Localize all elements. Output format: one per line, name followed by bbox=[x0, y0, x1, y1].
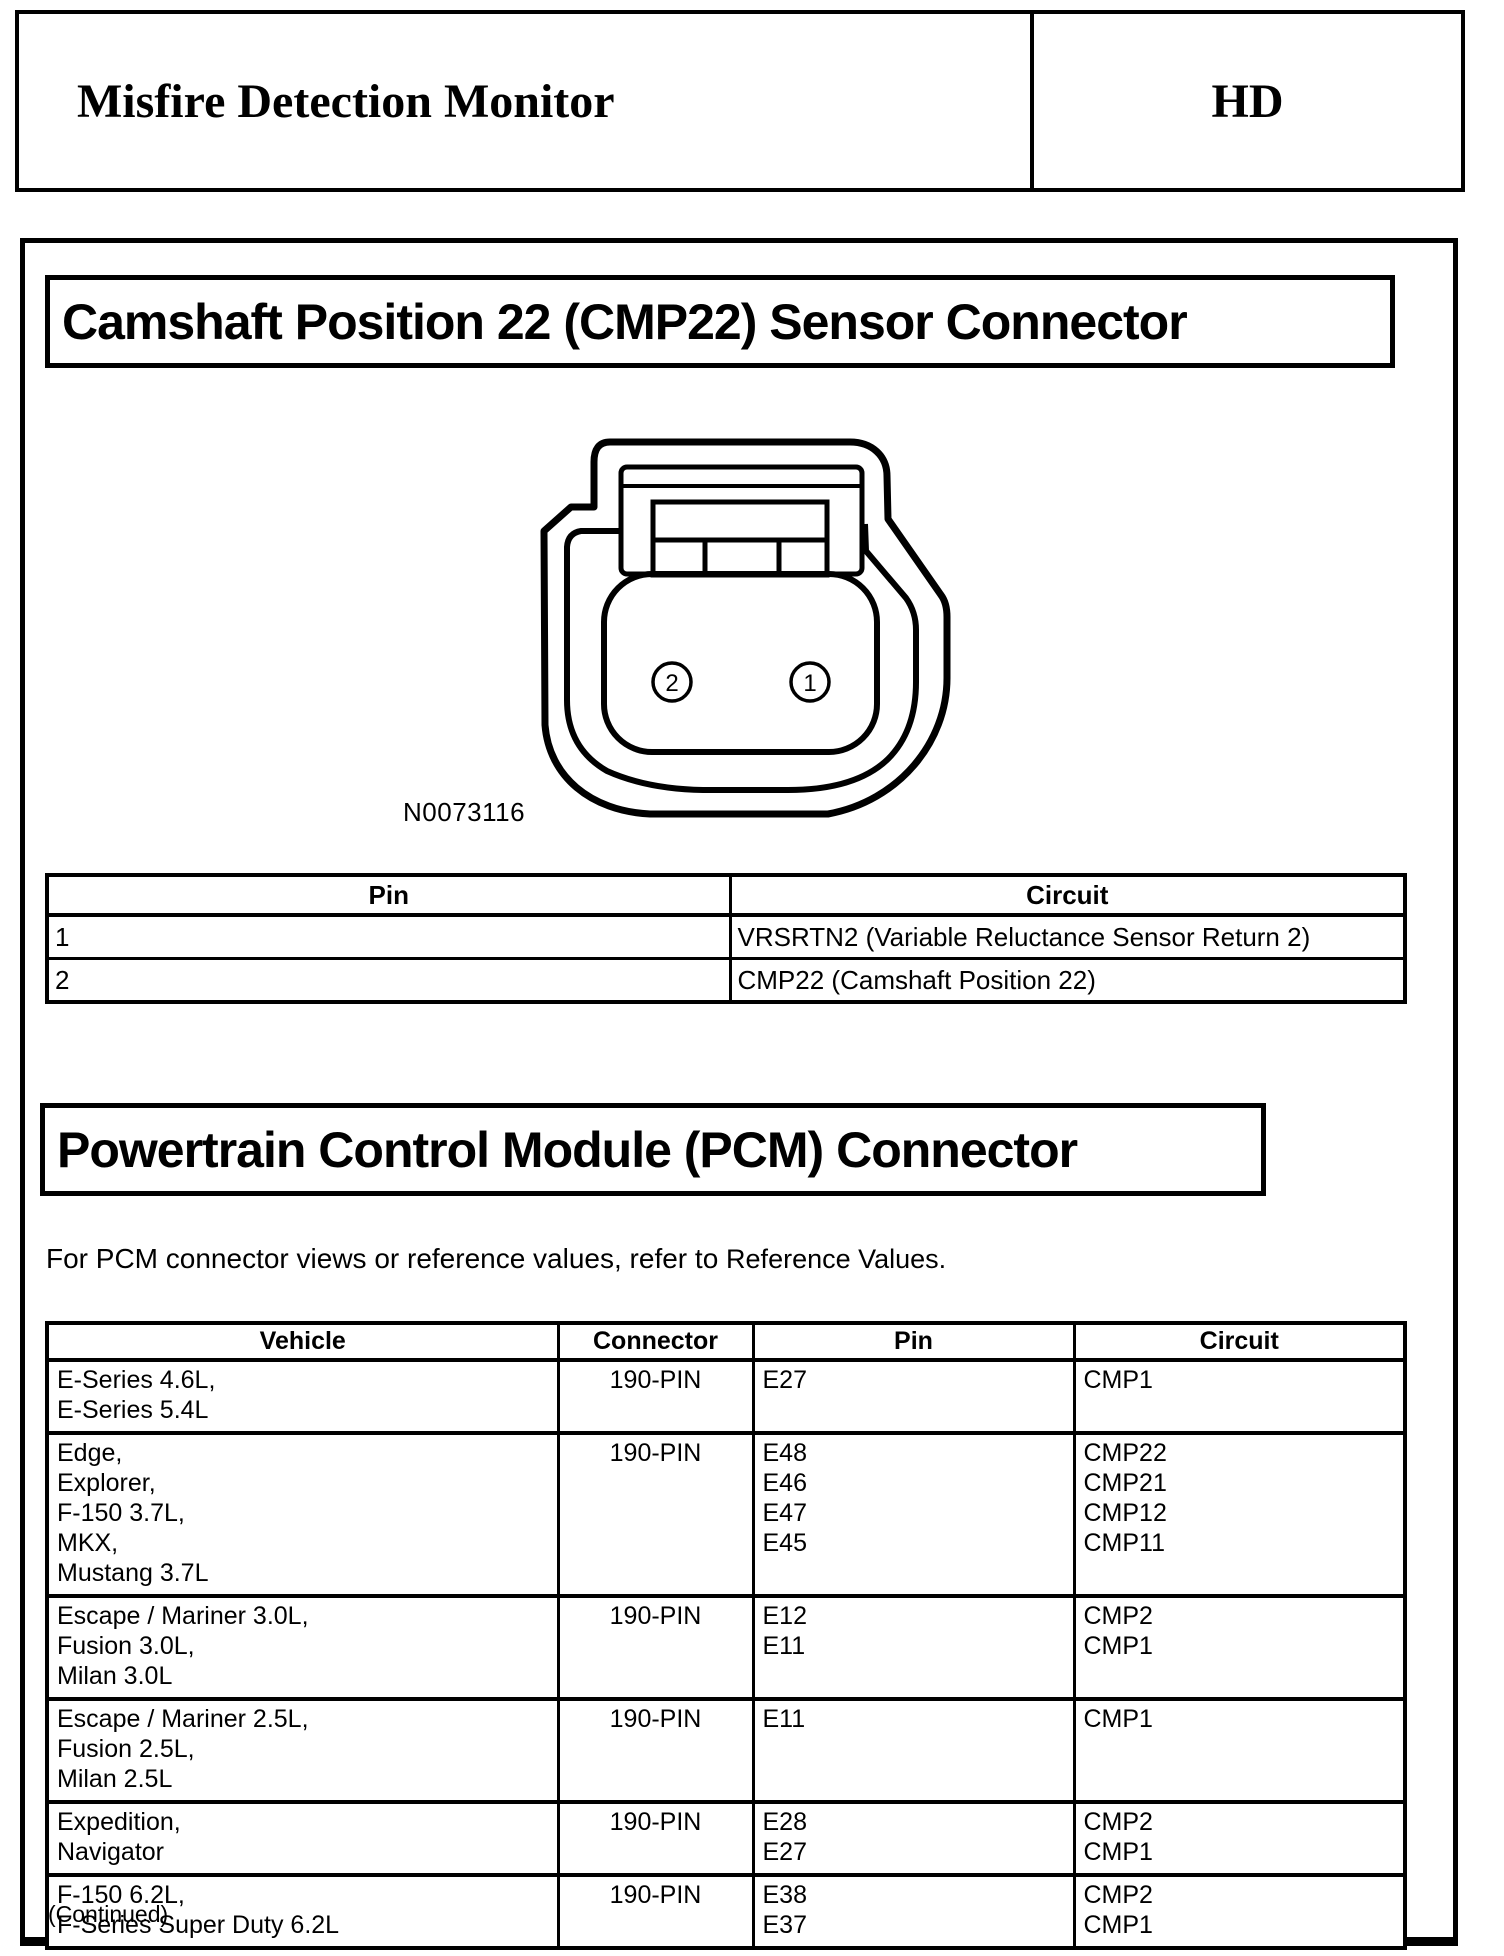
pin-cell: E48 E46 E47 E45 bbox=[751, 1431, 1076, 1598]
vehicle-column-header: Vehicle bbox=[45, 1321, 560, 1362]
circuit-cell: CMP1 bbox=[1072, 1358, 1407, 1435]
pcm-intro-text: For PCM connector views or reference val… bbox=[46, 1243, 727, 1274]
table-row: Escape / Mariner 3.0L, Fusion 3.0L, Mila… bbox=[45, 1594, 1407, 1701]
camshaft-section-heading: Camshaft Position 22 (CMP22) Sensor Conn… bbox=[45, 275, 1395, 368]
pin-column-header: Pin bbox=[751, 1321, 1076, 1362]
circuit-cell: CMP2 CMP1 bbox=[1072, 1594, 1407, 1701]
table-row: F-150 6.2L, F-Series Super Duty 6.2L 190… bbox=[45, 1873, 1407, 1950]
pcm-section-heading: Powertrain Control Module (PCM) Connecto… bbox=[40, 1103, 1266, 1196]
vehicle-cell: Expedition, Navigator bbox=[45, 1800, 560, 1877]
pin-1-label: 1 bbox=[803, 670, 816, 697]
page-title: Misfire Detection Monitor bbox=[77, 74, 615, 128]
circuit-cell: CMP22 (Camshaft Position 22) bbox=[728, 957, 1407, 1004]
table-row: 2 CMP22 (Camshaft Position 22) bbox=[45, 957, 1407, 1004]
circuit-cell: CMP2 CMP1 bbox=[1072, 1800, 1407, 1877]
pin-cell: E11 bbox=[751, 1697, 1076, 1804]
table-header-row: Vehicle Connector Pin Circuit bbox=[45, 1321, 1407, 1362]
circuit-cell: CMP2 CMP1 bbox=[1072, 1873, 1407, 1950]
table-row: Escape / Mariner 2.5L, Fusion 2.5L, Mila… bbox=[45, 1697, 1407, 1804]
terminal-face bbox=[601, 571, 880, 755]
pin-cell: E27 bbox=[751, 1358, 1076, 1435]
pin-2-label: 2 bbox=[665, 670, 678, 697]
pin-2-circle bbox=[651, 661, 693, 703]
section-code: HD bbox=[1211, 74, 1284, 128]
pin-cell: E12 E11 bbox=[751, 1594, 1076, 1701]
pcm-intro-line: For PCM connector views or reference val… bbox=[46, 1243, 946, 1275]
pin-cell: E28 E27 bbox=[751, 1800, 1076, 1877]
connector-outer-outline bbox=[540, 438, 951, 818]
page-header-code-cell: HD bbox=[1034, 14, 1461, 188]
table-row: Edge, Explorer, F-150 3.7L, MKX, Mustang… bbox=[45, 1431, 1407, 1598]
pin-column-header: Pin bbox=[45, 873, 732, 917]
camshaft-heading-text: Camshaft Position 22 (CMP22) Sensor Conn… bbox=[62, 293, 1188, 350]
pin-cell: 2 bbox=[45, 957, 732, 1004]
connector-inner-outline bbox=[564, 523, 919, 793]
circuit-cell: CMP22 CMP21 CMP12 CMP11 bbox=[1072, 1431, 1407, 1598]
page-header-title-cell: Misfire Detection Monitor bbox=[19, 14, 1034, 188]
reference-values-link[interactable]: Reference Values. bbox=[726, 1244, 947, 1274]
table-row: Expedition, Navigator 190-PIN E28 E27 CM… bbox=[45, 1800, 1407, 1877]
connector-cell: 190-PIN bbox=[556, 1594, 755, 1701]
vehicle-cell: Escape / Mariner 2.5L, Fusion 2.5L, Mila… bbox=[45, 1697, 560, 1804]
vehicle-cell: F-150 6.2L, F-Series Super Duty 6.2L bbox=[45, 1873, 560, 1950]
circuit-cell: CMP1 bbox=[1072, 1697, 1407, 1804]
page-header: Misfire Detection Monitor HD bbox=[15, 10, 1465, 192]
circuit-cell: VRSRTN2 (Variable Reluctance Sensor Retu… bbox=[728, 913, 1407, 960]
vehicle-cell: Edge, Explorer, F-150 3.7L, MKX, Mustang… bbox=[45, 1431, 560, 1598]
connector-cell: 190-PIN bbox=[556, 1873, 755, 1950]
table-row: 1 VRSRTN2 (Variable Reluctance Sensor Re… bbox=[45, 913, 1407, 960]
pin-circuit-table: Pin Circuit 1 VRSRTN2 (Variable Reluctan… bbox=[45, 873, 1407, 1004]
vehicle-cell: E-Series 4.6L, E-Series 5.4L bbox=[45, 1358, 560, 1435]
table-row: E-Series 4.6L, E-Series 5.4L 190-PIN E27… bbox=[45, 1358, 1407, 1435]
continued-note: (Continued) bbox=[48, 1901, 169, 1927]
pin-1-circle bbox=[789, 661, 831, 703]
pcm-heading-text: Powertrain Control Module (PCM) Connecto… bbox=[57, 1121, 1078, 1178]
connector-column-header: Connector bbox=[556, 1321, 755, 1362]
connector-cell: 190-PIN bbox=[556, 1800, 755, 1877]
figure-id-label: N0073116 bbox=[403, 797, 526, 827]
vehicle-table: Vehicle Connector Pin Circuit E-Series 4… bbox=[45, 1321, 1407, 1950]
connector-cell: 190-PIN bbox=[556, 1431, 755, 1598]
table-header-row: Pin Circuit bbox=[45, 873, 1407, 917]
connector-cell: 190-PIN bbox=[556, 1697, 755, 1804]
connector-diagram: 2 1 bbox=[540, 438, 951, 818]
pin-cell: 1 bbox=[45, 913, 732, 960]
circuit-column-header: Circuit bbox=[1072, 1321, 1407, 1362]
connector-cell: 190-PIN bbox=[556, 1358, 755, 1435]
pin-cell: E38 E37 bbox=[751, 1873, 1076, 1950]
vehicle-cell: Escape / Mariner 3.0L, Fusion 3.0L, Mila… bbox=[45, 1594, 560, 1701]
circuit-column-header: Circuit bbox=[728, 873, 1407, 917]
